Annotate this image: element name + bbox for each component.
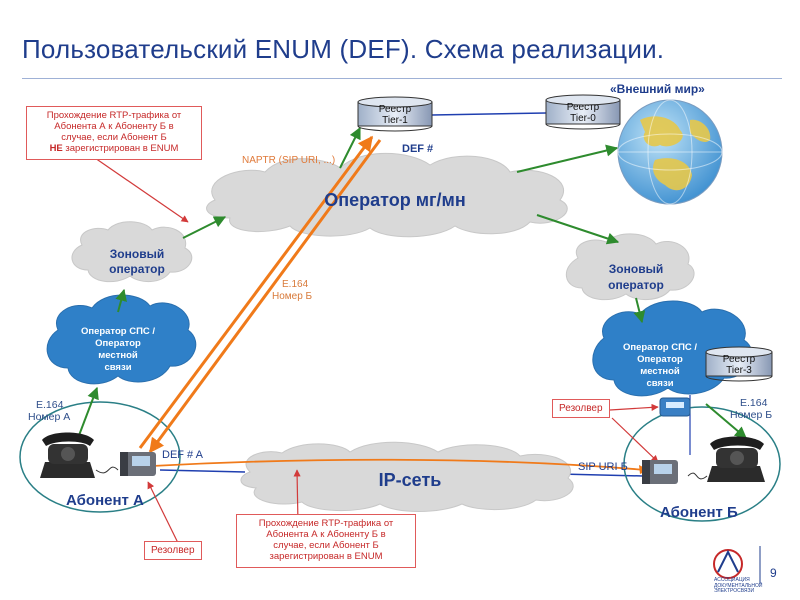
resolver-right: Резолвер	[552, 399, 610, 418]
logo-text-line2: ДОКУМЕНТАЛЬНОЙ	[714, 582, 763, 589]
subscriber-a-area	[19, 401, 181, 513]
def-a-link	[159, 469, 246, 473]
external-world-label: «Внешний мир»	[610, 82, 705, 96]
orange-arrow-up	[138, 135, 374, 449]
tier3-label-line1: Реестр	[723, 354, 756, 365]
rotary-phone-b-icon	[687, 436, 765, 482]
note-top-not: НЕ	[49, 143, 63, 154]
red-pointer-resolver-right-2	[611, 417, 659, 463]
note-top-line3: случае, если Абонент Б	[61, 132, 167, 143]
rotary-phone-a-icon	[40, 432, 119, 478]
red-pointer-resolver-right-1	[609, 403, 659, 411]
sps-operator-left-cloud	[46, 294, 197, 385]
page-title: Пользовательский ENUM (DEF). Схема реали…	[22, 34, 665, 64]
zone-left-label-line2: оператор	[109, 262, 165, 276]
sip-uri-b-link	[559, 473, 644, 477]
gateway-device-icon	[659, 397, 691, 417]
arrow-mgmn-to-zone-right	[536, 214, 620, 245]
orange-rtp-curve	[151, 458, 647, 471]
sps-left-label-line3: местной	[98, 350, 138, 361]
arrow-phone-a-to-sps	[77, 386, 99, 439]
globe-icon	[617, 99, 723, 205]
ip-net-label: IP-сеть	[379, 470, 442, 490]
logo-text-line3: ЭЛЕКТРОСВЯЗИ	[714, 588, 755, 594]
subscriber-b-label: Абонент Б	[660, 504, 738, 521]
naptr-label: NAPTR (SIP URI, ...)	[242, 155, 335, 166]
ip-phone-b-icon	[642, 460, 678, 484]
ip-phone-a-icon	[120, 452, 156, 476]
zone-right-label-line2: оператор	[608, 278, 664, 292]
def-a-label: DEF # A	[162, 449, 204, 461]
e164-right-line1: E.164	[740, 397, 768, 409]
e164-center-line2: Номер Б	[272, 291, 313, 302]
sps-left-label-line2: Оператор	[95, 338, 141, 349]
note-bottom-line2: Абонента А к Абоненту Б в	[266, 529, 386, 540]
arrow-sps-to-zone-left	[115, 288, 127, 313]
arrow-mgmn-to-tier1	[339, 126, 361, 169]
registry-tier1	[357, 96, 433, 132]
arrow-zone-right-to-sps	[633, 297, 646, 324]
note-bottom-line1: Прохождение RTP-трафика от	[258, 518, 394, 529]
association-logo	[713, 546, 761, 584]
zone-operator-left-cloud	[71, 221, 193, 283]
note-top-line2: Абонента А к Абоненту Б в	[54, 121, 174, 132]
sps-right-label-line3: местной	[640, 366, 680, 377]
def-top-label: DEF #	[402, 143, 433, 155]
e164-left-line2: Номер А	[28, 411, 70, 423]
sps-right-label-line2: Оператор	[637, 354, 683, 365]
note-top-line4: НЕ зарегистрирован в ENUM	[31, 143, 197, 154]
e164-left-line1: E.164	[36, 399, 64, 411]
operator-mgmn-label: Оператор мг/мн	[324, 190, 465, 210]
tier1-label-line1: Реестр	[379, 104, 412, 115]
sip-uri-b-label: SIP URI Б	[578, 461, 628, 473]
e164-right-line2: Номер Б	[730, 409, 772, 421]
e164-center-line1: E.164	[282, 279, 309, 290]
note-top-line1: Прохождение RTP-трафика от	[46, 110, 182, 121]
note-rtp-not-registered: Прохождение RTP-трафика от Абонента А к …	[26, 106, 202, 160]
registry-tier3	[705, 346, 773, 382]
page-number: 9	[770, 566, 777, 580]
logo-text: АССОЦИАЦИЯ ДОКУМЕНТАЛЬНОЙ ЭЛЕКТРОСВЯЗИ	[714, 577, 763, 595]
arrow-zone-left-to-mgmn	[182, 216, 227, 239]
sps-left-label-line4: связи	[104, 362, 131, 373]
note-rtp-registered: Прохождение RTP-трафика от Абонента А к …	[236, 514, 416, 568]
resolver-left: Резолвер	[144, 541, 202, 560]
registry-tier0	[545, 94, 621, 130]
note-bottom-line3: случае, если Абонент Б	[273, 540, 379, 551]
tier0-label-line1: Реестр	[567, 102, 600, 113]
sps-right-label-line1: Оператор СПС /	[623, 342, 697, 353]
sps-right-label-line4: связи	[646, 378, 673, 389]
orange-arrow-down	[148, 139, 382, 454]
logo-text-line1: АССОЦИАЦИЯ	[714, 577, 750, 583]
subscriber-a-label: Абонент А	[66, 492, 144, 509]
zone-right-label-line1: Зоновый	[609, 262, 663, 276]
red-pointer-resolver-left	[147, 481, 181, 548]
subscriber-b-area	[623, 406, 781, 522]
tier1-tier0-link	[431, 112, 547, 116]
sps-left-label-line1: Оператор СПС /	[81, 326, 155, 337]
tier3-label-line2: Tier-3	[726, 365, 752, 376]
note-bottom-line4: зарегистрирован в ENUM	[269, 551, 383, 562]
red-pointer-top-note	[94, 157, 189, 223]
operator-mgmn-cloud	[206, 152, 568, 238]
tier0-label-line2: Tier-0	[570, 113, 596, 124]
zone-left-label-line1: Зоновый	[110, 247, 164, 261]
arrow-tier3-to-phone-b	[705, 403, 747, 439]
title-divider	[22, 78, 782, 79]
arrow-mgmn-to-world	[516, 144, 619, 173]
note-top-line4-rest: зарегистрирован в ENUM	[62, 143, 179, 154]
tier1-label-line2: Tier-1	[382, 115, 408, 126]
